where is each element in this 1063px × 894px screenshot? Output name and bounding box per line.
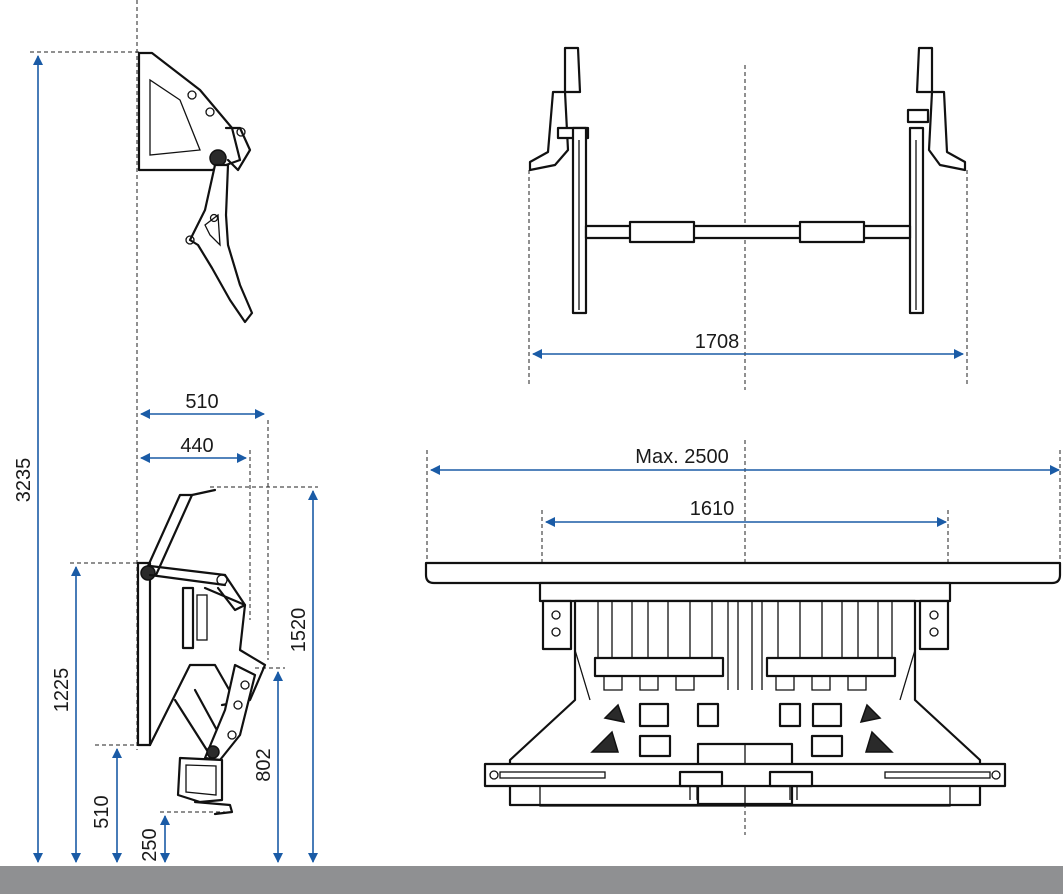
front-view-frame: 1708 bbox=[528, 46, 968, 390]
label-height-802: 802 bbox=[253, 748, 275, 781]
label-width-1610: 1610 bbox=[690, 498, 735, 520]
side-dimension-labels: 3235 1225 510 250 802 1520 510 440 bbox=[13, 391, 310, 862]
label-depth-510: 510 bbox=[185, 391, 218, 413]
label-width-1708: 1708 bbox=[695, 331, 740, 353]
label-depth-440: 440 bbox=[180, 435, 213, 457]
side-view-raised bbox=[137, 51, 254, 324]
label-width-max: Max. 2500 bbox=[635, 446, 728, 468]
label-height-250: 250 bbox=[139, 828, 161, 861]
side-view-lowered bbox=[136, 488, 267, 816]
label-height-510: 510 bbox=[91, 795, 113, 828]
side-dimensions bbox=[33, 55, 318, 863]
rear-view: Max. 2500 1610 bbox=[424, 440, 1062, 835]
label-height-1520: 1520 bbox=[288, 608, 310, 653]
label-height-total: 3235 bbox=[13, 458, 35, 503]
label-height-mount: 1225 bbox=[51, 668, 73, 713]
ground-bar bbox=[0, 866, 1063, 894]
